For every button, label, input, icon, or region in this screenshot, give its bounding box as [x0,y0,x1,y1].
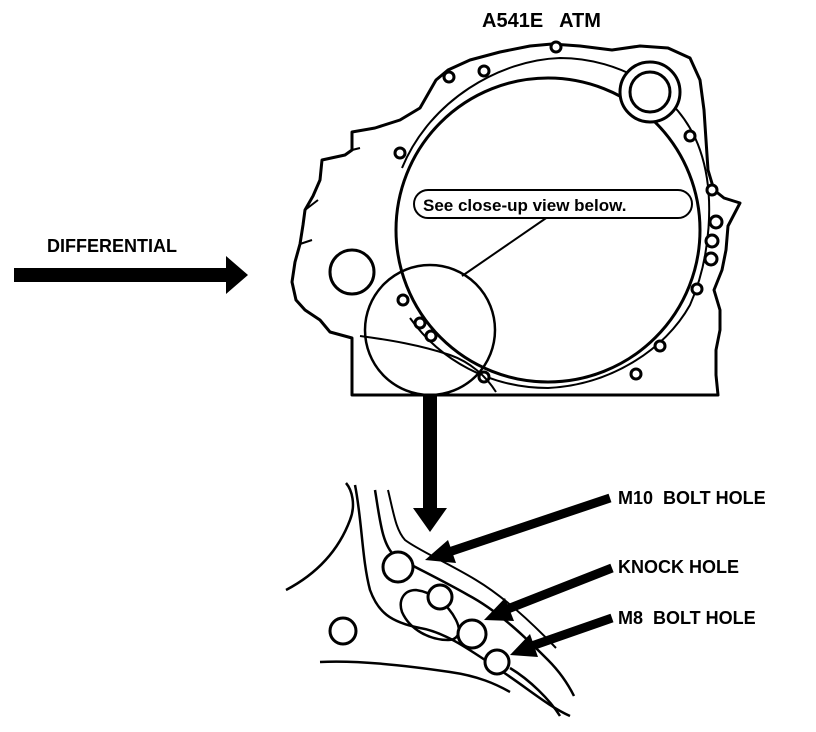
differential-arrow [14,256,248,294]
m10-bolt-hole-label: M10 BOLT HOLE [618,488,766,508]
transaxle-housing [290,40,742,397]
m8-bolt-arrow [510,613,614,657]
knock-hole-label: KNOCK HOLE [618,557,739,577]
differential-label: DIFFERENTIAL [47,236,177,256]
knock-hole-arrow [484,563,614,621]
closeup-view [285,482,576,718]
callout-text: See close-up view below. [423,196,626,215]
closeup-pointer-arrow [413,395,447,532]
housing-bolt-holes [393,40,724,384]
m10-bolt-arrow [425,493,612,563]
closeup-callout: See close-up view below. [413,189,693,219]
m8-bolt-hole-label: M8 BOLT HOLE [618,608,756,628]
diagram-title: A541E ATM [482,10,601,32]
